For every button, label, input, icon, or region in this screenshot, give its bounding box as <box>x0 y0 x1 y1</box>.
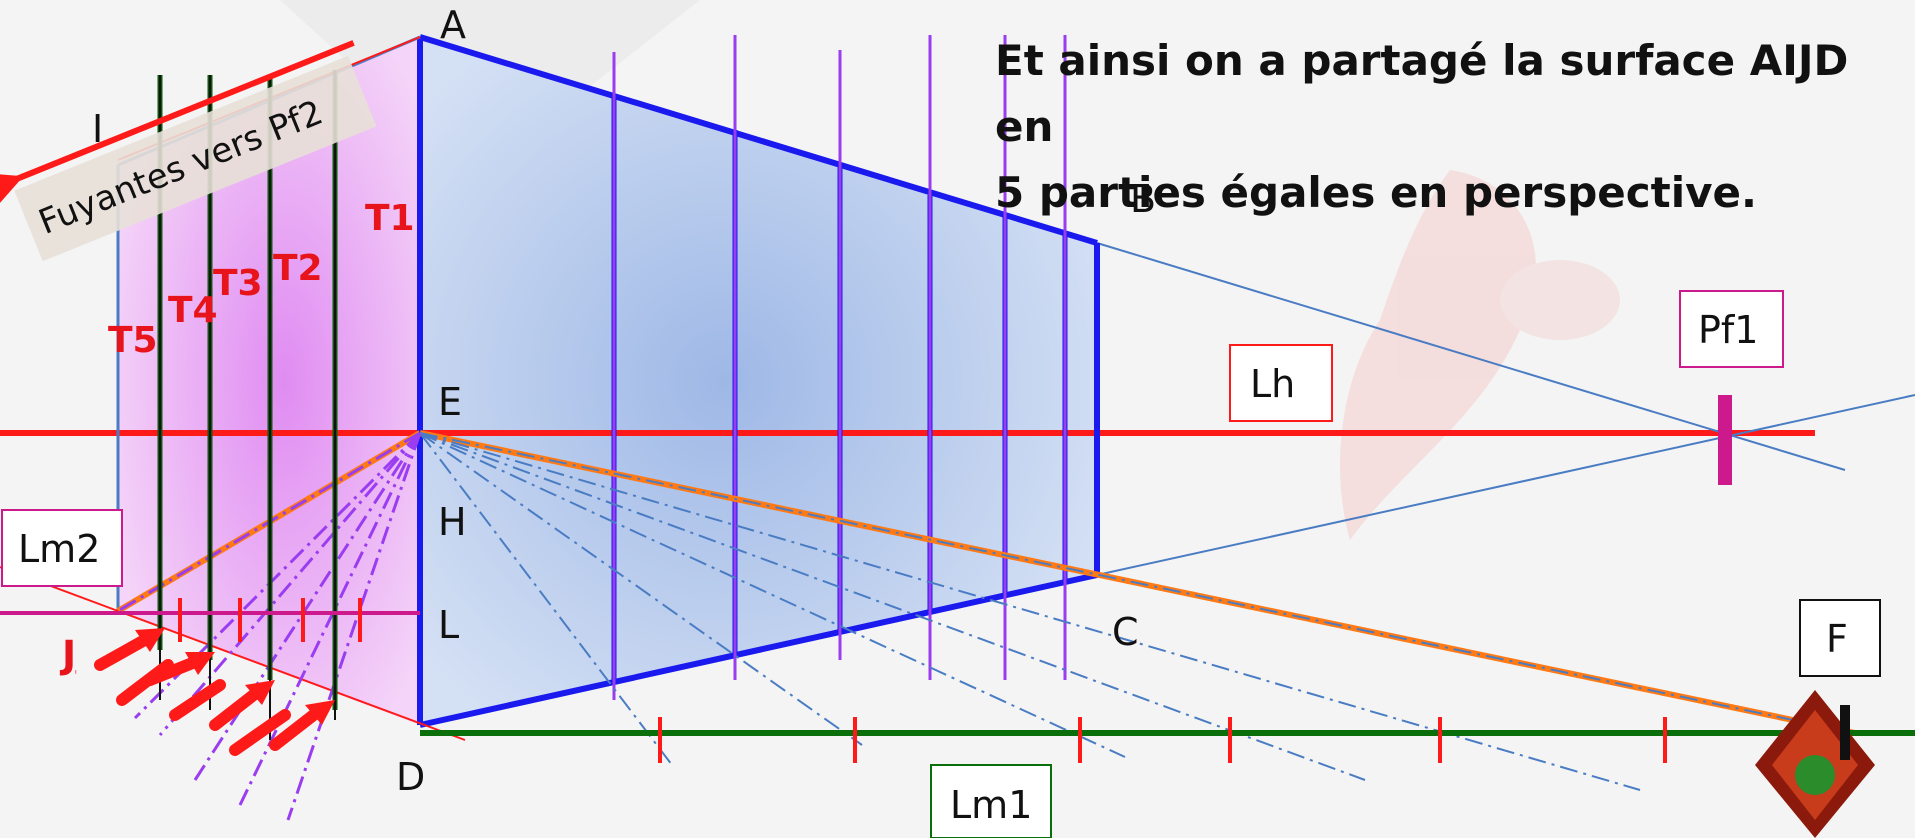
headline: Et ainsi on a partagé la surface AIJD en… <box>995 28 1895 226</box>
box-lm2: Lm2 <box>1 509 123 587</box>
box-edges <box>417 34 1100 728</box>
label-lm2: Lm2 <box>18 527 100 571</box>
headline-line-2: 5 parties égales en perspective. <box>995 168 1757 217</box>
headline-line-1: Et ainsi on a partagé la surface AIJD en <box>995 36 1849 151</box>
strip-label-t2: T2 <box>273 248 323 289</box>
strip-label-t4: T4 <box>168 290 218 331</box>
label-lh: Lh <box>1250 362 1295 406</box>
guide-line-C-to-Pf1 <box>1096 394 1915 576</box>
strip-label-t5: T5 <box>108 320 158 361</box>
point-label-a: A <box>440 3 466 47</box>
logo-diamond <box>1755 690 1875 838</box>
point-label-l: L <box>438 603 459 647</box>
box-lh: Lh <box>1229 344 1333 422</box>
point-label-d: D <box>396 755 425 799</box>
lm2-ticks <box>178 598 362 642</box>
point-label-h: H <box>438 500 467 544</box>
label-pf1: Pf1 <box>1698 308 1758 352</box>
red-bottom-line <box>117 610 466 741</box>
box-f: F <box>1799 599 1881 677</box>
strip-label-t1: T1 <box>365 198 415 239</box>
point-label-j: J <box>59 633 76 677</box>
red-arrows <box>94 628 335 756</box>
purple-verticals <box>612 35 1067 700</box>
strip-label-t3: T3 <box>213 263 263 304</box>
point-label-b: B <box>1130 177 1156 221</box>
point-label-e: E <box>438 380 462 424</box>
box-lm1: Lm1 <box>930 764 1052 838</box>
point-label-i: I <box>92 107 103 151</box>
label-f: F <box>1826 617 1848 661</box>
box-pf1: Pf1 <box>1679 290 1784 368</box>
ground-ticks <box>658 717 1667 763</box>
label-lm1: Lm1 <box>950 783 1032 827</box>
point-label-c: C <box>1112 610 1139 654</box>
